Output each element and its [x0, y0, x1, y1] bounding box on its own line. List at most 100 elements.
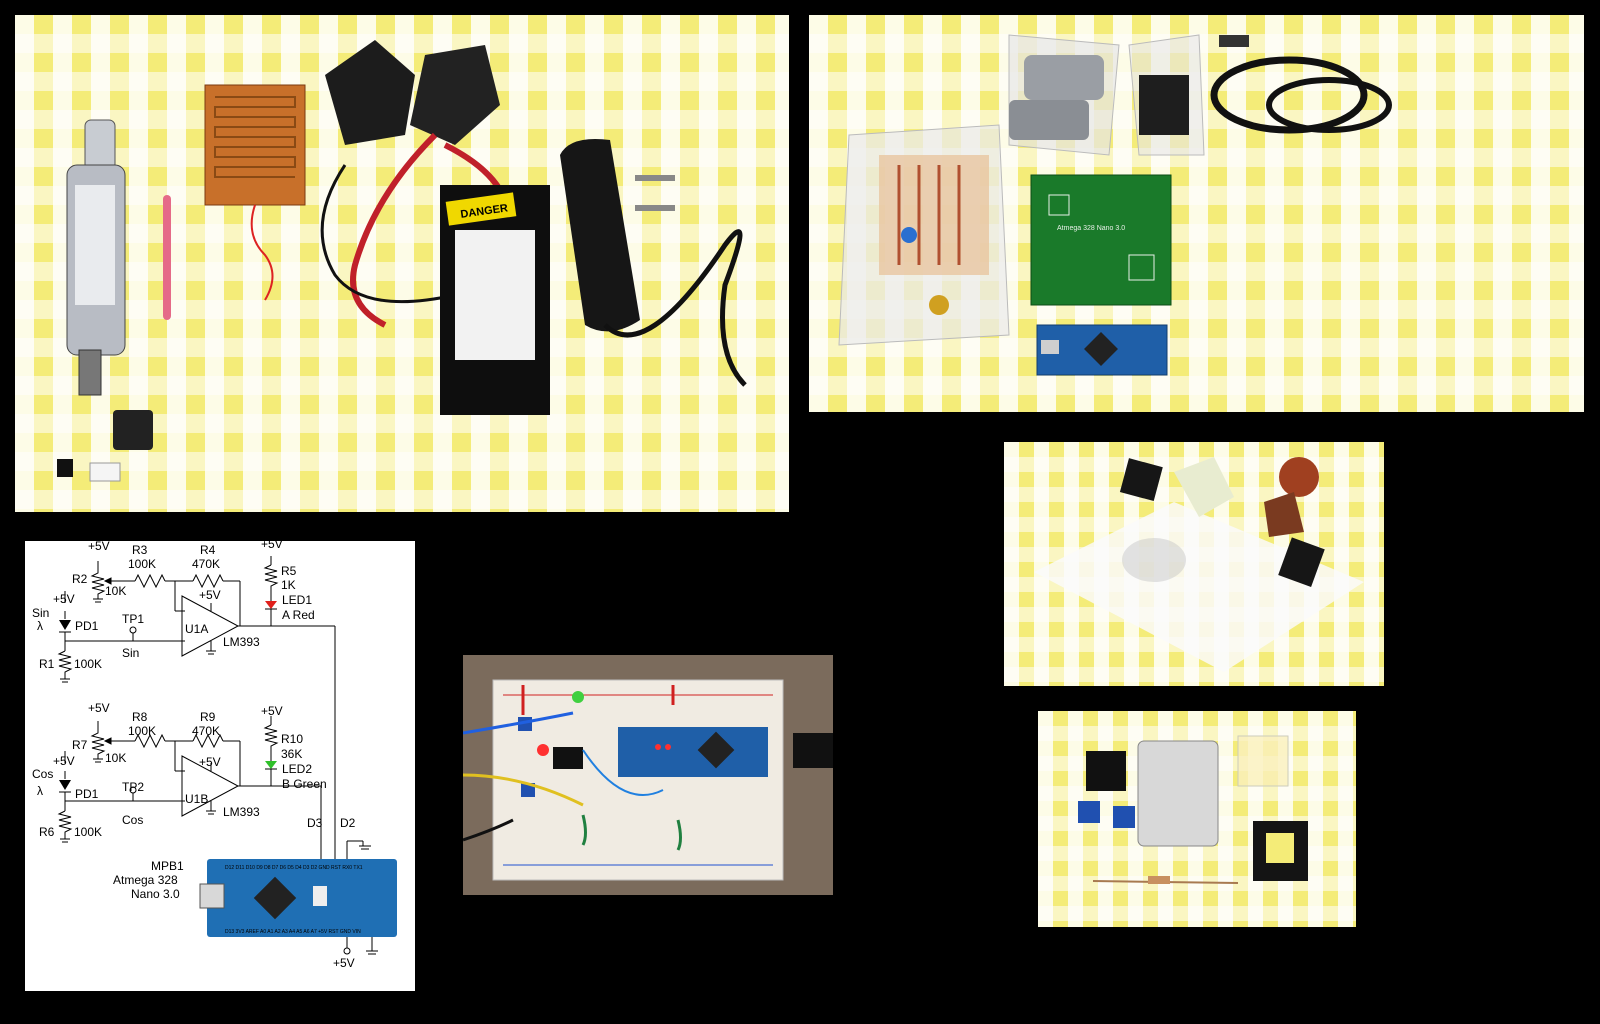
r2-value: 10K	[105, 584, 126, 598]
svg-text:D13 3V3 AREF A0 A1 A2 A3 A4 A5: D13 3V3 AREF A0 A1 A2 A3 A4 A5 A6 A7 +5V…	[225, 929, 361, 935]
wall-adapter	[560, 139, 747, 387]
pd1-a-label: PD1	[75, 619, 99, 633]
r4-label: R4	[200, 543, 216, 557]
schematic: D12 D11 D10 D9 D8 D7 D6 D5 D4 D3 D2 GND …	[32, 541, 397, 970]
led-a-symbol	[265, 601, 277, 609]
r3-value: 100K	[128, 557, 156, 571]
lambda-a: λ	[37, 619, 43, 633]
tp2-name: Cos	[122, 813, 143, 827]
pd1-b-label: PD1	[75, 787, 99, 801]
led1-label: LED1	[282, 593, 312, 607]
u1a-part: LM393	[223, 635, 260, 649]
u1a-supply: +5V	[199, 588, 221, 602]
small-parts-illustration	[1078, 735, 1308, 884]
tp1-label: TP1	[122, 612, 144, 626]
led2-desc: B Green	[282, 777, 327, 791]
photodiode-a-symbol	[59, 620, 71, 630]
led2-label: LED2	[282, 762, 312, 776]
pcb: Atmega 328 Nano 3.0	[1030, 174, 1172, 306]
trimpot-b	[521, 783, 535, 797]
nano-board-symbol: D12 D11 D10 D9 D8 D7 D6 D5 D4 D3 D2 GND …	[199, 859, 397, 937]
r10-supply: +5V	[261, 704, 283, 718]
schematic-panel: D12 D11 D10 D9 D8 D7 D6 D5 D4 D3 D2 GND …	[25, 541, 415, 991]
breadboard	[492, 679, 784, 881]
r9-label: R9	[200, 710, 216, 724]
component-bag	[838, 124, 1010, 346]
laser-mounts	[325, 40, 500, 145]
r5-supply: +5V	[261, 541, 283, 551]
pd1-cos-name: Cos	[32, 767, 53, 781]
black-wire	[320, 164, 456, 304]
u1b-part: LM393	[223, 805, 260, 819]
black-connector-bag	[1128, 34, 1205, 156]
heat-shrink-tube	[163, 195, 171, 320]
laser-power-supply: DANGER	[440, 185, 550, 415]
r5-value: 1K	[281, 578, 296, 592]
r7-label: R7	[72, 738, 88, 752]
laser-parts-illustration: DANGER	[57, 40, 747, 482]
photo-small-parts	[1038, 711, 1356, 927]
brown-prism	[1264, 492, 1304, 537]
mirror	[1137, 740, 1219, 847]
lambda-b: λ	[37, 784, 43, 798]
svg-text:D12 D11 D10 D9 D8 D7 D6 D5 D4: D12 D11 D10 D9 D8 D7 D6 D5 D4 D3 D2 GND …	[225, 865, 363, 871]
trimpot-1	[1078, 801, 1100, 823]
regulator	[1086, 751, 1126, 791]
tp1-name: Sin	[122, 646, 139, 660]
red-led	[537, 744, 549, 756]
pin-d2-label: D2	[340, 816, 356, 830]
red-filter	[1279, 457, 1319, 497]
polarizer-square-2	[1278, 537, 1325, 587]
led1-desc: A Red	[282, 608, 315, 622]
kit-parts-illustration: Atmega 328 Nano 3.0	[838, 34, 1392, 376]
small-chip	[57, 459, 73, 477]
supply-label-r7: +5V	[88, 701, 110, 715]
db9-connectors-bag	[1008, 34, 1120, 156]
mcu-supply: +5V	[333, 956, 355, 970]
mcu-ref: MPB1	[151, 859, 184, 873]
pd1-sin-name: Sin	[32, 606, 49, 620]
r10-label: R10	[281, 732, 303, 746]
laser-tube	[66, 119, 126, 396]
r9-value: 470K	[192, 724, 220, 738]
polarizer-square-1	[1119, 458, 1163, 502]
photo-optics	[1004, 442, 1384, 686]
photo-breadboard	[463, 655, 833, 895]
prism-cube	[1174, 457, 1234, 517]
r10-value: 36K	[281, 747, 302, 761]
photo-laser-parts: DANGER	[15, 15, 789, 512]
trimpot-2	[1113, 806, 1135, 828]
r8-label: R8	[132, 710, 148, 724]
usb-cable	[1210, 35, 1392, 134]
u1b-supply: +5V	[199, 755, 221, 769]
u1b-label: U1B	[185, 792, 208, 806]
pin-d3-label: D3	[307, 816, 323, 830]
film-sheet	[1237, 735, 1289, 787]
pcb-title: Atmega 328 Nano 3.0	[1057, 225, 1125, 232]
photodiode-b-symbol	[59, 780, 71, 790]
mcu-chip: Atmega 328	[113, 873, 178, 887]
green-led	[572, 691, 584, 703]
tp2-label: TP2	[122, 780, 144, 794]
pd1-sin-supply: +5V	[53, 592, 75, 606]
led-b-symbol	[265, 761, 277, 769]
r6-value: 100K	[74, 825, 102, 839]
small-lens	[89, 462, 121, 482]
mcu-board: Nano 3.0	[131, 887, 180, 901]
r6-label: R6	[39, 825, 55, 839]
nano-module	[618, 727, 768, 777]
r2-label: R2	[72, 572, 88, 586]
supply-label-r2: +5V	[88, 541, 110, 553]
r1-value: 100K	[74, 657, 102, 671]
pd1-cos-supply: +5V	[53, 754, 75, 768]
breadboard-illustration	[463, 679, 833, 881]
r3-label: R3	[132, 543, 148, 557]
u1a-label: U1A	[185, 622, 208, 636]
lm393-chip	[553, 747, 583, 769]
r1-label: R1	[39, 657, 55, 671]
optics-illustration	[1034, 457, 1364, 672]
r4-value: 470K	[192, 557, 220, 571]
diffuser-sheet	[1034, 502, 1364, 672]
r5-label: R5	[281, 564, 297, 578]
nano-board	[1036, 324, 1168, 376]
